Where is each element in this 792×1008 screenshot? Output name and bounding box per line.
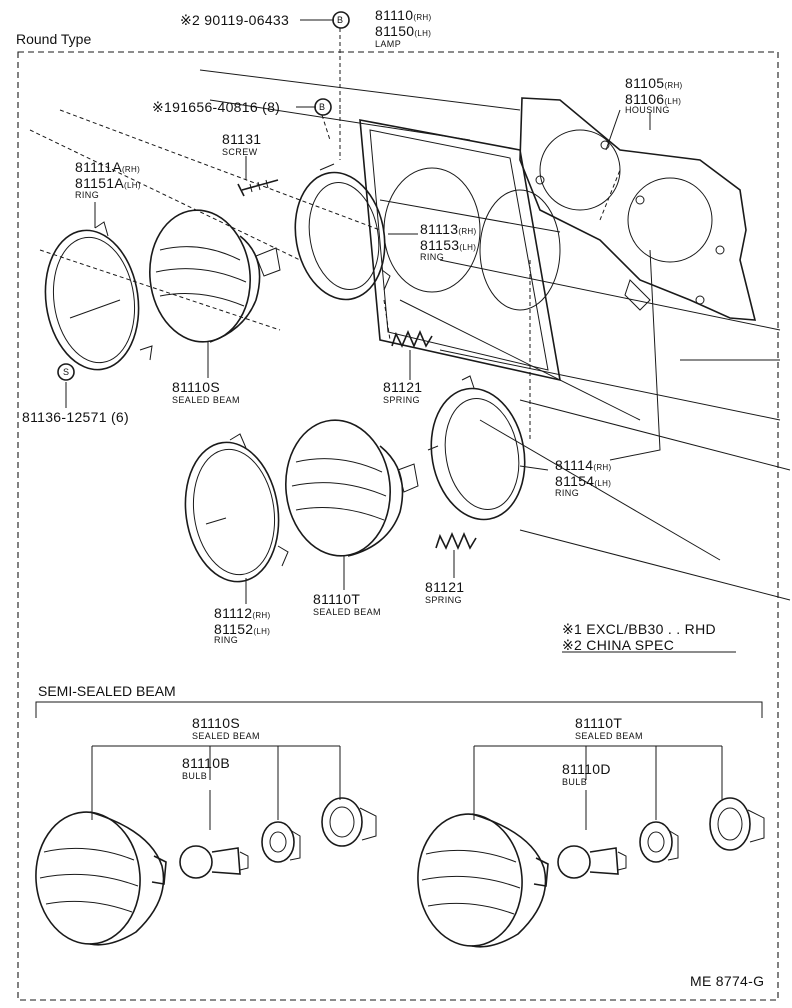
housing-name: HOUSING xyxy=(625,105,670,115)
beam-t-pn: 81110T xyxy=(313,591,361,607)
semi-right-bulb-pn: 81110D xyxy=(562,761,611,777)
semi-right-bulb-name: BULB xyxy=(562,777,588,787)
inner-ring-lower-pn-lh: 81154(LH) xyxy=(555,473,612,489)
callout-b-circle-1 xyxy=(332,11,350,29)
clip-ref-label: 81136-12571 (6) xyxy=(22,409,129,425)
inner-ring-lower-drawing xyxy=(427,375,526,521)
inner-ring-lower-name: RING xyxy=(555,488,580,498)
inner-ring-upper-pn-rh: 81113(RH) xyxy=(420,221,477,237)
screw-drawing xyxy=(237,179,279,197)
spring-lower-pn: 81121 xyxy=(425,579,465,595)
body-outline xyxy=(29,69,791,601)
inner-ring-upper-drawing xyxy=(294,163,391,301)
dashed-frame xyxy=(17,51,779,1001)
callout-s-circle xyxy=(57,363,75,381)
outer-ring-upper-name: RING xyxy=(75,190,100,200)
screw-pn: 81131 xyxy=(222,131,262,147)
semi-right-beam-name: SEALED BEAM xyxy=(575,731,643,741)
semi-sealed-left-drawing xyxy=(35,797,377,946)
beam-s-pn: 81110S xyxy=(172,379,220,395)
inner-ring-lower-pn-rh: 81114(RH) xyxy=(555,457,612,473)
outer-ring-upper-drawing xyxy=(44,221,153,371)
beam-t-name: SEALED BEAM xyxy=(313,607,381,617)
housing-pn-lh: 81106(LH) xyxy=(625,91,682,107)
lamp-pn-rh: 81110(RH) xyxy=(375,7,432,23)
spring-lower-name: SPRING xyxy=(425,595,462,605)
china-ref-label: ※2 90119-06433 xyxy=(180,12,290,28)
callout-b-circle-2 xyxy=(314,98,332,116)
figure-code: ME 8774-G xyxy=(690,973,765,989)
grille-frame xyxy=(339,110,561,440)
spring-upper-drawing xyxy=(383,299,433,349)
lamp-pn-lh: 81150(LH) xyxy=(375,23,432,39)
housing-pn-rh: 81105(RH) xyxy=(625,75,683,91)
screw-name: SCREW xyxy=(222,147,258,157)
lamp-name: LAMP xyxy=(375,39,402,49)
outer-ring-upper-pn-lh: 81151A(LH) xyxy=(75,175,141,191)
note-excl-rhd: ※1 EXCL/BB30 . . RHD xyxy=(562,621,716,637)
screw-ref-label: ※191656-40816 (8) xyxy=(152,99,281,115)
semi-right-beam-pn: 81110T xyxy=(575,715,623,731)
semi-left-beam-pn: 81110S xyxy=(192,715,240,731)
inner-ring-upper-name: RING xyxy=(420,252,445,262)
diagram-title: Round Type xyxy=(16,31,92,47)
inner-ring-upper-pn-lh: 81153(LH) xyxy=(420,237,477,253)
outer-ring-lower-pn-lh: 81152(LH) xyxy=(214,621,271,637)
callout-b-symbol-2: B xyxy=(319,102,326,112)
callout-b-symbol-1: B xyxy=(337,15,344,25)
spring-upper-pn: 81121 xyxy=(383,379,423,395)
outer-ring-upper-pn-rh: 81111A(RH) xyxy=(75,159,141,175)
semi-left-beam-name: SEALED BEAM xyxy=(192,731,260,741)
semi-sealed-right-drawing xyxy=(417,797,765,948)
note-china-spec: ※2 CHINA SPEC xyxy=(562,637,675,653)
leader-lines xyxy=(65,19,651,604)
outer-ring-lower-name: RING xyxy=(214,635,239,645)
semi-left-bulb-name: BULB xyxy=(182,771,208,781)
beam-s-name: SEALED BEAM xyxy=(172,395,240,405)
outer-ring-lower-pn-rh: 81112(RH) xyxy=(214,605,271,621)
outer-ring-lower-drawing xyxy=(184,433,289,583)
spring-lower-drawing xyxy=(435,531,477,551)
semi-sealed-bracket xyxy=(35,701,763,830)
semi-left-bulb-pn: 81110B xyxy=(182,755,230,771)
spring-upper-name: SPRING xyxy=(383,395,420,405)
sealed-beam-s-drawing xyxy=(148,209,281,343)
callout-s-symbol: S xyxy=(63,367,70,377)
housing-drawing xyxy=(519,97,757,461)
sealed-beam-t-drawing xyxy=(284,419,419,557)
semi-sealed-title: SEMI-SEALED BEAM xyxy=(38,683,176,699)
